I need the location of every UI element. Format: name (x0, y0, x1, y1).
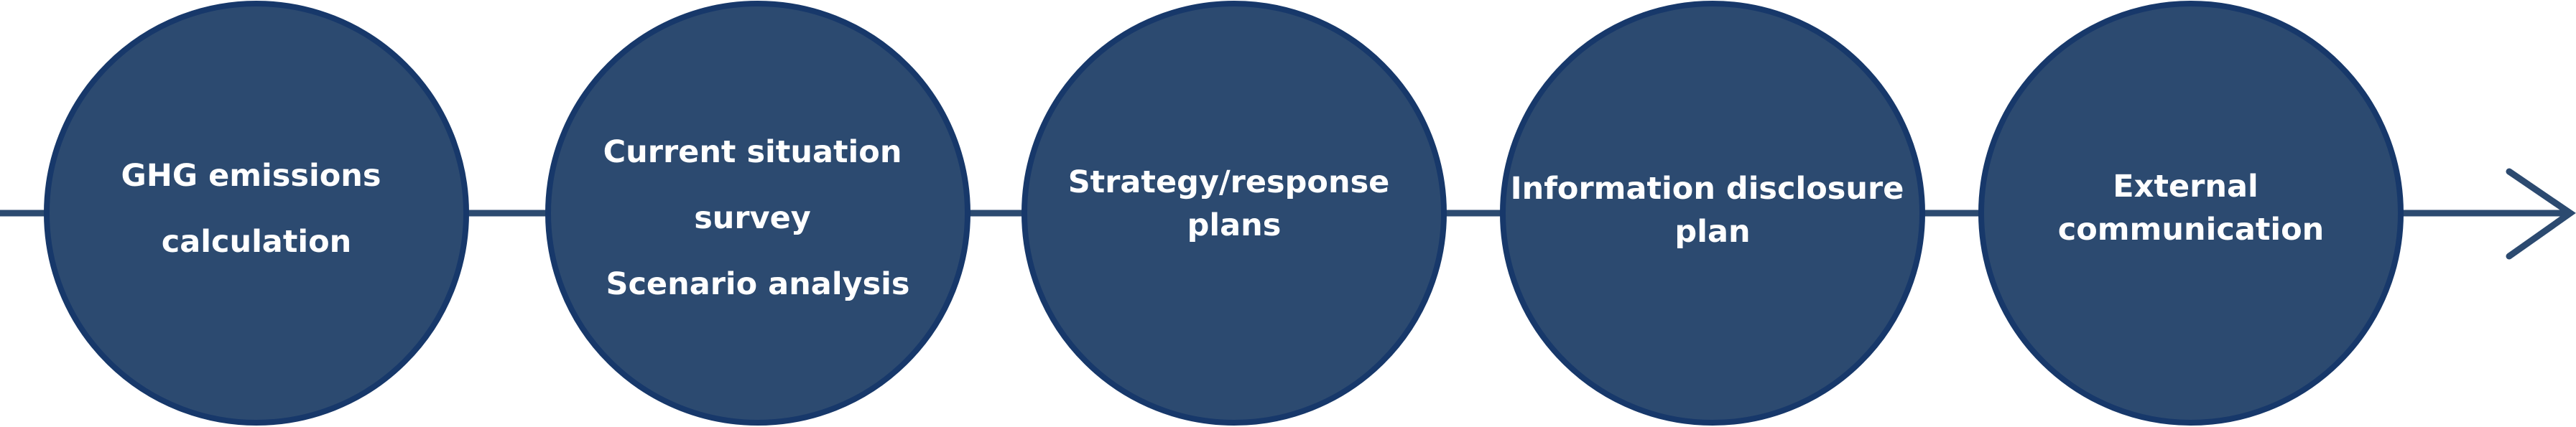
step-circle (1978, 1, 2404, 426)
step-label-line: Scenario analysis (606, 266, 909, 302)
step-3: Strategy/response plans (1021, 1, 1447, 426)
step-label-line: GHG emissions (121, 158, 381, 194)
step-label-line: External (2113, 169, 2258, 205)
step-label-line: Current situation (603, 134, 902, 170)
step-label: GHG emissions calculation (121, 158, 392, 260)
step-label: External communication (2058, 169, 2325, 248)
step-circle (1500, 1, 1925, 426)
step-label: Current situation survey Scenario analys… (603, 134, 913, 302)
step-label-line: survey (694, 200, 811, 236)
step-5: External communication (1978, 1, 2404, 426)
step-label-line: plan (1674, 214, 1750, 250)
step-label: Strategy/response plans (1068, 164, 1401, 243)
step-label-line: calculation (162, 224, 352, 260)
step-circle (1021, 1, 1447, 426)
step-label-line: Information disclosure (1511, 171, 1904, 207)
step-circle (545, 1, 970, 426)
step-label: Information disclosure plan (1511, 171, 1915, 250)
step-circle (44, 1, 469, 426)
step-label-line: Strategy/response (1068, 164, 1390, 200)
step-1: GHG emissions calculation (44, 1, 469, 426)
arrow-head-icon (2506, 168, 2576, 260)
step-2: Current situation survey Scenario analys… (545, 1, 970, 426)
step-label-line: plans (1187, 207, 1282, 243)
step-4: Information disclosure plan (1500, 1, 1925, 426)
step-label-line: communication (2058, 212, 2325, 248)
